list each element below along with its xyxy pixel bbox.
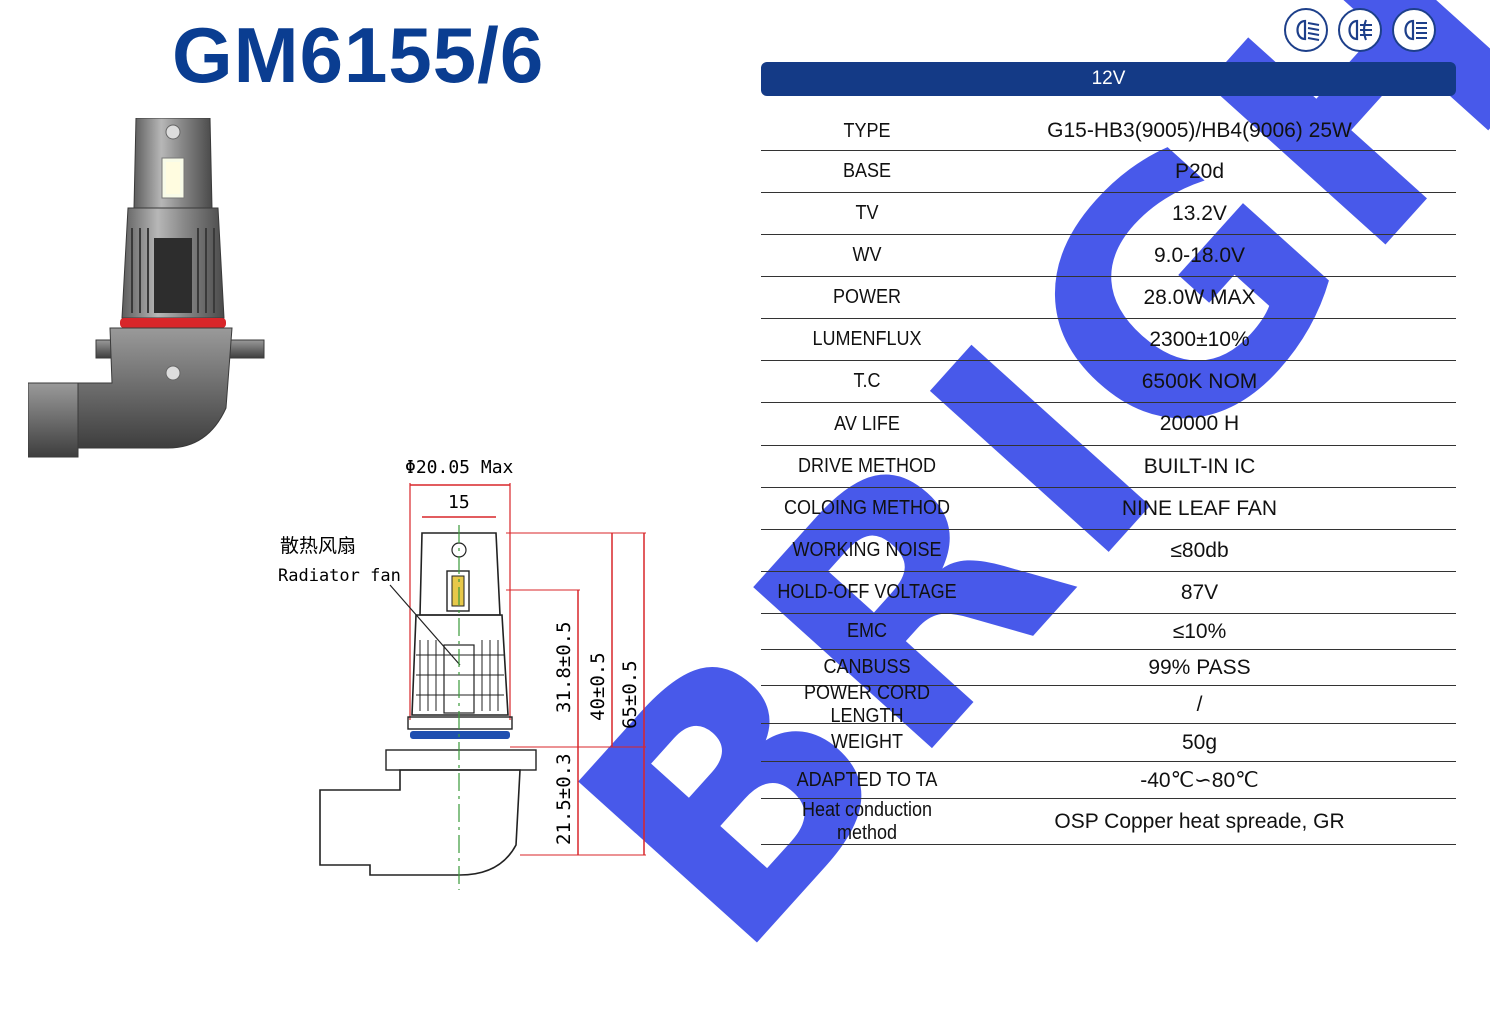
spec-label: TYPE <box>843 119 891 142</box>
voltage-header: 12V <box>761 62 1456 96</box>
spec-value: 50g <box>1181 730 1218 754</box>
dimension-drawing: Φ20.05 Max 15 散热风扇 Radiator fan 31.8±0.5… <box>278 457 646 890</box>
spec-label: COLOING METHOD <box>783 497 950 519</box>
spec-value: ≤10% <box>1172 619 1227 643</box>
spec-label: BASE <box>842 160 892 182</box>
spec-label: LUMENFLUX <box>812 328 922 350</box>
spec-row: Heat conduction method OSP Copper heat sp… <box>761 799 1456 845</box>
spec-label: HOLD-OFF VOLTAGE <box>777 581 957 603</box>
spec-value: 87V <box>1180 580 1219 604</box>
dim-31-8: 31.8±0.5 <box>553 621 575 713</box>
spec-value: ≤80db <box>1170 538 1229 562</box>
spec-label: POWER <box>832 286 902 308</box>
spec-row: AV LIFE 20000 H <box>761 403 1456 446</box>
spec-value: 9.0-18.0V <box>1153 243 1246 267</box>
spec-label: WV <box>852 244 882 266</box>
spec-row: CANBUSS 99% PASS <box>761 650 1456 686</box>
spec-value: BUILT-IN IC <box>1143 454 1256 478</box>
spec-value: NINE LEAF FAN <box>1121 496 1278 520</box>
lamp-function-icons <box>1284 8 1436 52</box>
dim-40: 40±0.5 <box>587 652 609 721</box>
spec-value: OSP Copper heat spreade, GR <box>1054 809 1345 833</box>
spec-row: WEIGHT 50g <box>761 724 1456 762</box>
spec-row: TV 13.2V <box>761 193 1456 235</box>
fan-label-cn: 散热风扇 <box>280 535 356 557</box>
spec-label: AV LIFE <box>834 412 900 435</box>
spec-label: CANBUSS <box>823 656 911 678</box>
spec-label: TV <box>855 202 879 224</box>
high-beam-icon <box>1392 8 1436 52</box>
spec-label: WORKING NOISE <box>792 539 942 561</box>
bulb-product-image <box>28 118 265 458</box>
spec-label: ADAPTED TO TA <box>796 768 938 791</box>
product-title: GM6155/6 <box>172 11 545 99</box>
spec-value: 2300±10% <box>1149 327 1250 351</box>
fog-light-icon <box>1338 8 1382 52</box>
spec-label: DRIVE METHOD <box>797 455 937 477</box>
spec-row: ADAPTED TO TA -40℃∽80℃ <box>761 762 1456 799</box>
spec-value: 6500K NOM <box>1141 369 1258 393</box>
dim-65: 65±0.5 <box>619 660 641 729</box>
spec-row: DRIVE METHOD BUILT-IN IC <box>761 446 1456 488</box>
spec-label: T.C <box>853 370 881 392</box>
spec-row: TYPE G15-HB3(9005)/HB4(9006) 25W <box>761 112 1456 151</box>
spec-row: T.C 6500K NOM <box>761 361 1456 403</box>
spec-value: G15-HB3(9005)/HB4(9006) 25W <box>1047 119 1352 142</box>
spec-value: -40℃∽80℃ <box>1140 768 1259 792</box>
spec-row: BASE P20d <box>761 151 1456 193</box>
dim-diameter: Φ20.05 Max <box>405 457 514 478</box>
spec-row: EMC ≤10% <box>761 614 1456 650</box>
spec-value: 20000 H <box>1159 412 1240 435</box>
spec-row: HOLD-OFF VOLTAGE 87V <box>761 572 1456 614</box>
spec-label: EMC <box>846 620 887 642</box>
spec-value: 13.2V <box>1172 201 1227 225</box>
fan-label-en: Radiator fan <box>278 566 401 586</box>
spec-value: 99% PASS <box>1148 655 1251 679</box>
spec-row: LUMENFLUX 2300±10% <box>761 319 1456 361</box>
low-beam-icon <box>1284 8 1328 52</box>
spec-value: 28.0W MAX <box>1143 285 1256 309</box>
spec-row: POWER 28.0W MAX <box>761 277 1456 319</box>
spec-row: COLOING METHOD NINE LEAF FAN <box>761 488 1456 530</box>
spec-value: P20d <box>1174 159 1225 183</box>
spec-label: POWER CORD LENGTH <box>804 681 930 727</box>
spec-label: Heat conduction method <box>801 798 933 844</box>
spec-row: WV 9.0-18.0V <box>761 235 1456 277</box>
spec-value: / <box>1196 692 1203 716</box>
spec-row: WORKING NOISE ≤80db <box>761 530 1456 572</box>
spec-row: POWER CORD LENGTH / <box>761 682 1456 727</box>
dim-21-5: 21.5±0.3 <box>553 753 575 845</box>
spec-label: WEIGHT <box>831 731 903 753</box>
dim-width: 15 <box>448 492 470 513</box>
